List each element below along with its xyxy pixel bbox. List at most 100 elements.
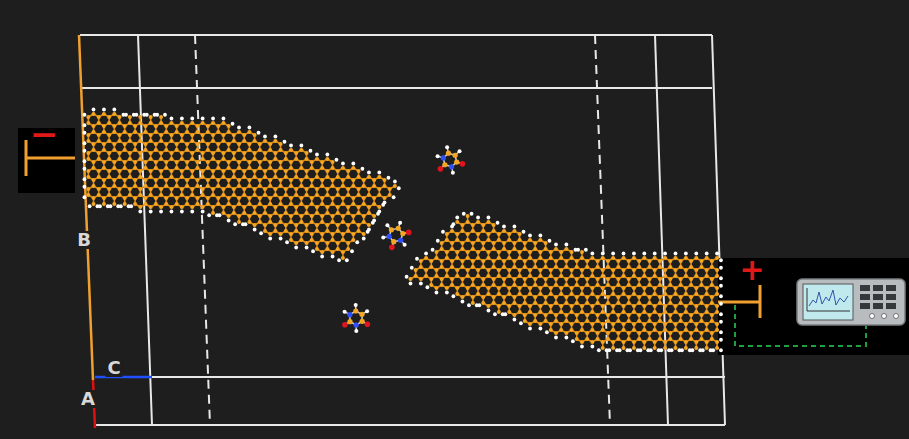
- hydrogen-atom: [311, 249, 315, 253]
- carbon-atom: [138, 139, 142, 143]
- terminal-symbol: [759, 285, 762, 318]
- carbon-atom: [289, 202, 293, 206]
- carbon-atom: [357, 187, 361, 191]
- carbon-atom: [383, 196, 387, 200]
- carbon-atom: [320, 214, 324, 218]
- carbon-atom: [258, 214, 262, 218]
- carbon-atom: [258, 178, 262, 182]
- carbon-atom: [372, 202, 376, 206]
- carbon-atom: [305, 229, 309, 233]
- carbon-atom: [159, 187, 163, 191]
- carbon-atom: [195, 130, 199, 134]
- carbon-atom: [237, 220, 241, 224]
- carbon-atom: [315, 187, 319, 191]
- carbon-atom: [211, 169, 215, 173]
- carbon-atom: [102, 202, 106, 206]
- carbon-atom: [372, 178, 376, 182]
- carbon-atom: [175, 124, 179, 128]
- carbon-atom: [128, 187, 132, 191]
- carbon-atom: [118, 139, 122, 143]
- carbon-atom: [164, 184, 168, 188]
- carbon-atom: [336, 187, 340, 191]
- carbon-atom: [299, 160, 303, 164]
- carbon-atom: [159, 193, 163, 197]
- hydrogen-atom: [381, 203, 385, 207]
- carbon-atom: [190, 205, 194, 209]
- carbon-atom: [175, 142, 179, 146]
- hydrogen-atom: [289, 144, 293, 148]
- carbon-atom: [112, 142, 116, 146]
- carbon-atom: [112, 112, 116, 116]
- carbon-atom: [284, 193, 288, 197]
- carbon-atom: [138, 169, 142, 173]
- carbon-atom: [341, 256, 345, 260]
- carbon-atom: [227, 148, 231, 152]
- carbon-atom: [357, 169, 361, 173]
- carbon-atom: [299, 196, 303, 200]
- carbon-atom: [299, 184, 303, 188]
- carbon-atom: [237, 214, 241, 218]
- hydrogen-atom: [83, 185, 87, 189]
- carbon-atom: [206, 202, 210, 206]
- carbon-atom: [273, 223, 277, 227]
- hydrogen-atom: [233, 222, 237, 226]
- carbon-atom: [341, 232, 345, 236]
- carbon-atom: [180, 205, 184, 209]
- carbon-atom: [258, 220, 262, 224]
- carbon-atom: [102, 166, 106, 170]
- carbon-atom: [86, 169, 90, 173]
- axis-c: [95, 376, 152, 379]
- carbon-atom: [362, 184, 366, 188]
- carbon-atom: [341, 184, 345, 188]
- carbon-atom: [258, 160, 262, 164]
- carbon-atom: [190, 121, 194, 125]
- carbon-atom: [237, 148, 241, 152]
- carbon-atom: [284, 169, 288, 173]
- carbon-atom: [175, 196, 179, 200]
- carbon-atom: [118, 193, 122, 197]
- hydrogen-atom: [315, 153, 319, 157]
- carbon-atom: [123, 160, 127, 164]
- carbon-atom: [107, 139, 111, 143]
- hydrogen-atom: [92, 108, 96, 112]
- carbon-atom: [164, 166, 168, 170]
- carbon-atom: [180, 151, 184, 155]
- carbon-atom: [268, 148, 272, 152]
- carbon-atom: [128, 157, 132, 161]
- carbon-atom: [247, 160, 251, 164]
- carbon-atom: [133, 202, 137, 206]
- carbon-atom: [232, 187, 236, 191]
- hydrogen-atom: [190, 117, 194, 121]
- carbon-atom: [299, 220, 303, 224]
- carbon-atom: [86, 121, 90, 125]
- hydrogen-atom: [285, 240, 289, 244]
- carbon-atom: [216, 124, 220, 128]
- carbon-atom: [346, 205, 350, 209]
- carbon-atom: [305, 193, 309, 197]
- carbon-atom: [331, 238, 335, 242]
- carbon-atom: [227, 130, 231, 134]
- carbon-atom: [279, 178, 283, 182]
- carbon-atom: [331, 202, 335, 206]
- hydrogen-atom: [155, 113, 159, 117]
- hydrogen-atom: [273, 135, 277, 139]
- hydrogen-atom: [341, 162, 345, 166]
- hydrogen-atom: [83, 159, 87, 163]
- hydrogen-atom: [331, 255, 335, 259]
- carbon-atom: [201, 193, 205, 197]
- carbon-atom: [351, 184, 355, 188]
- carbon-atom: [273, 169, 277, 173]
- carbon-atom: [341, 178, 345, 182]
- carbon-atom: [201, 151, 205, 155]
- carbon-atom: [211, 175, 215, 179]
- carbon-atom: [159, 133, 163, 137]
- carbon-atom: [357, 229, 361, 233]
- carbon-atom: [299, 232, 303, 236]
- carbon-atom: [331, 220, 335, 224]
- carbon-atom: [393, 184, 397, 188]
- carbon-atom: [341, 250, 345, 254]
- carbon-atom: [206, 160, 210, 164]
- carbon-atom: [263, 151, 267, 155]
- carbon-atom: [97, 133, 101, 137]
- carbon-atom: [143, 202, 147, 206]
